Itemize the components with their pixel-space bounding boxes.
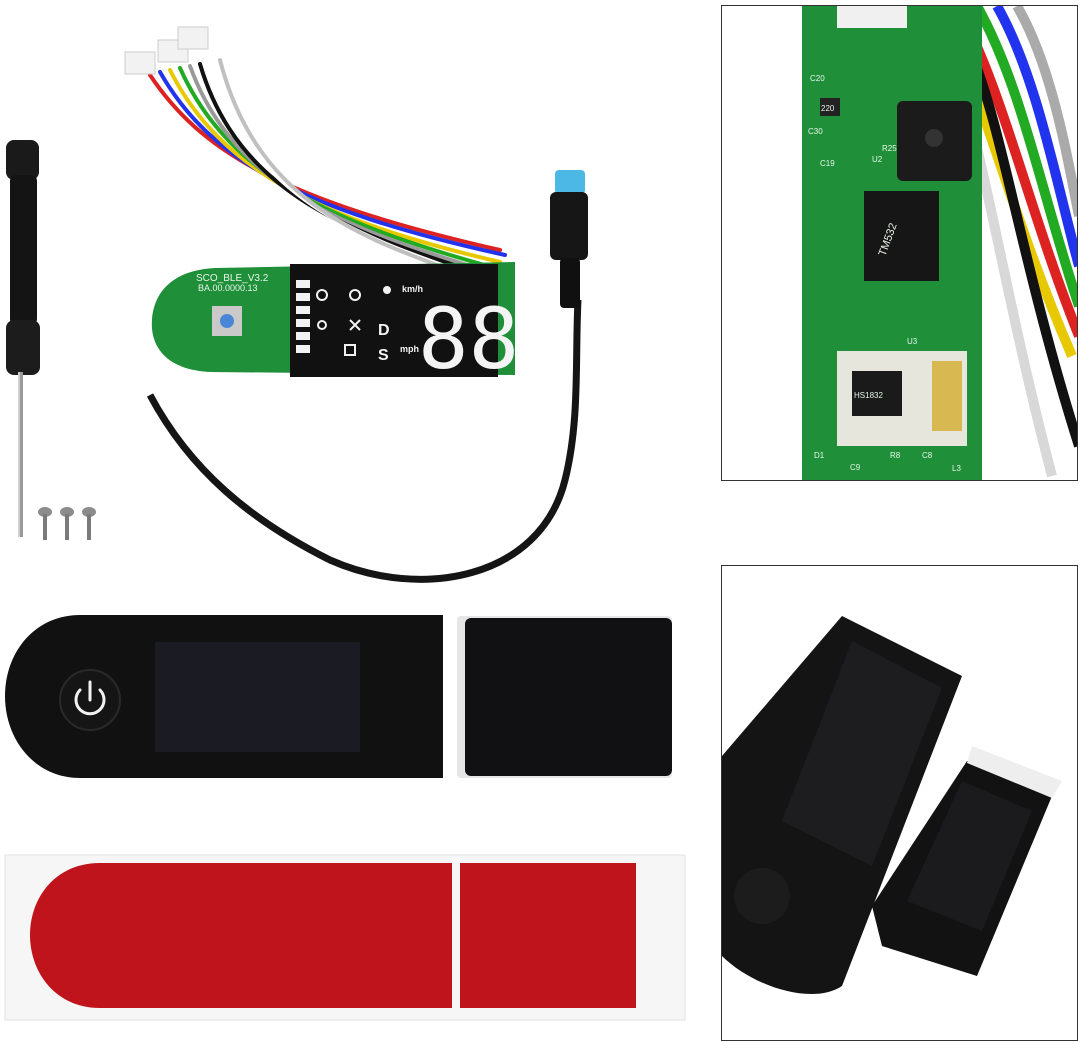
lcd-unit-kmh: km/h — [402, 284, 423, 294]
label-r25: R25 — [882, 144, 897, 153]
label-c30: C30 — [808, 127, 823, 136]
covers-angled-photo — [722, 616, 1062, 995]
label-c9: C9 — [850, 463, 861, 472]
label-c20: C20 — [810, 74, 825, 83]
black-covers-photo — [5, 615, 672, 778]
adhesive-small — [460, 863, 636, 1008]
black-cable — [146, 299, 582, 583]
label-r8: R8 — [890, 451, 901, 460]
white-connectors — [124, 26, 209, 75]
dashboard-board-photo: SCO_BLE_V3.2 BA.00.0000.13 km/h D S mph … — [6, 26, 588, 583]
lcd-icons — [316, 286, 391, 356]
pcb-push-button — [220, 314, 234, 328]
round-connector — [550, 170, 588, 308]
label-u3: U3 — [907, 337, 918, 346]
screws — [38, 507, 96, 540]
lcd-display — [290, 264, 498, 377]
board-model-label: SCO_BLE_V3.2 — [196, 273, 269, 284]
closeup-pcb-panel: TM532 220 HS1832 C20 C30 C19 U2 R25 U3 D… — [721, 5, 1078, 481]
closeup-pcb-photo: TM532 220 HS1832 C20 C30 C19 U2 R25 U3 D… — [802, 6, 1077, 480]
label-c19: C19 — [820, 159, 835, 168]
label-u2: U2 — [872, 155, 883, 164]
adhesive-sticker-photo — [4, 854, 686, 1021]
lcd-mode-d: D — [378, 322, 390, 339]
lcd-mode-s: S — [378, 347, 389, 364]
main-cover-window — [155, 642, 360, 752]
label-c8: C8 — [922, 451, 933, 460]
lcd-speed-digits: 88 — [418, 290, 519, 388]
adhesive-main — [30, 863, 452, 1008]
board-code-label: BA.00.0000.13 — [198, 283, 258, 293]
label-d1: D1 — [814, 451, 825, 460]
wire-harness — [148, 58, 507, 284]
power-icon — [74, 680, 106, 716]
small-cover — [465, 618, 672, 776]
lcd-unit-mph: mph — [400, 344, 419, 354]
battery-segments — [296, 280, 310, 353]
covers-angled-panel — [721, 565, 1078, 1041]
label-l3: L3 — [952, 464, 961, 473]
screwdriver — [6, 140, 40, 537]
main-chip — [864, 191, 939, 281]
ble-module-label: HS1832 — [854, 391, 883, 400]
inductor-label: 220 — [821, 104, 835, 113]
